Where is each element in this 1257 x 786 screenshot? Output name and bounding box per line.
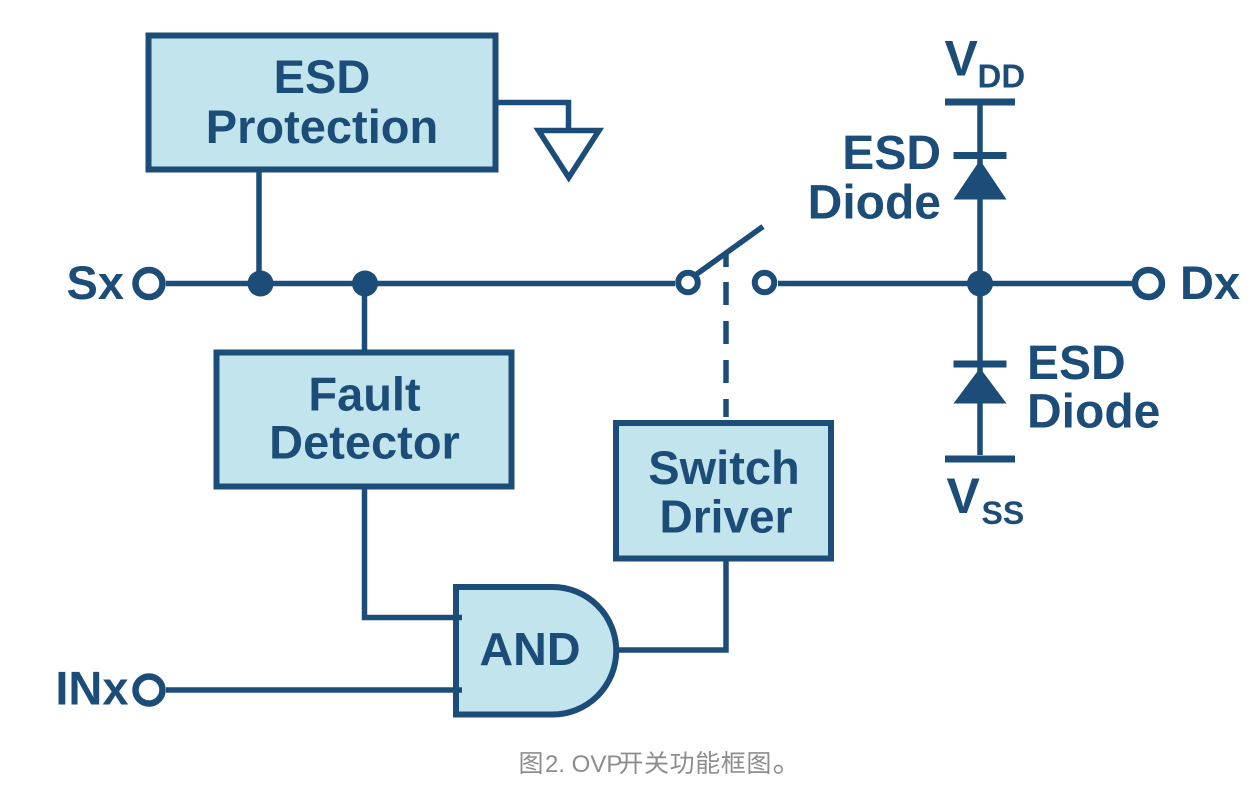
svg-text:Driver: Driver [660, 490, 793, 542]
svg-text:Protection: Protection [206, 100, 438, 153]
svg-text:Dx: Dx [1180, 256, 1240, 309]
svg-text:Diode: Diode [1027, 386, 1160, 439]
svg-text:SS: SS [982, 495, 1025, 531]
svg-text:Fault: Fault [308, 368, 421, 421]
svg-text:Switch: Switch [648, 441, 799, 494]
svg-text:AND: AND [480, 623, 581, 675]
svg-text:ESD: ESD [274, 50, 371, 103]
svg-text:Detector: Detector [269, 415, 460, 468]
svg-text:DD: DD [978, 58, 1026, 95]
svg-text:2. OVP: 2. OVP [545, 751, 622, 778]
svg-text:ESD: ESD [842, 127, 941, 180]
svg-text:INx: INx [55, 662, 128, 715]
svg-text:Diode: Diode [808, 176, 941, 229]
svg-text:V: V [947, 468, 981, 524]
svg-text:Sx: Sx [67, 256, 125, 309]
svg-text:ESD: ESD [1027, 337, 1126, 390]
svg-text:V: V [945, 31, 979, 87]
